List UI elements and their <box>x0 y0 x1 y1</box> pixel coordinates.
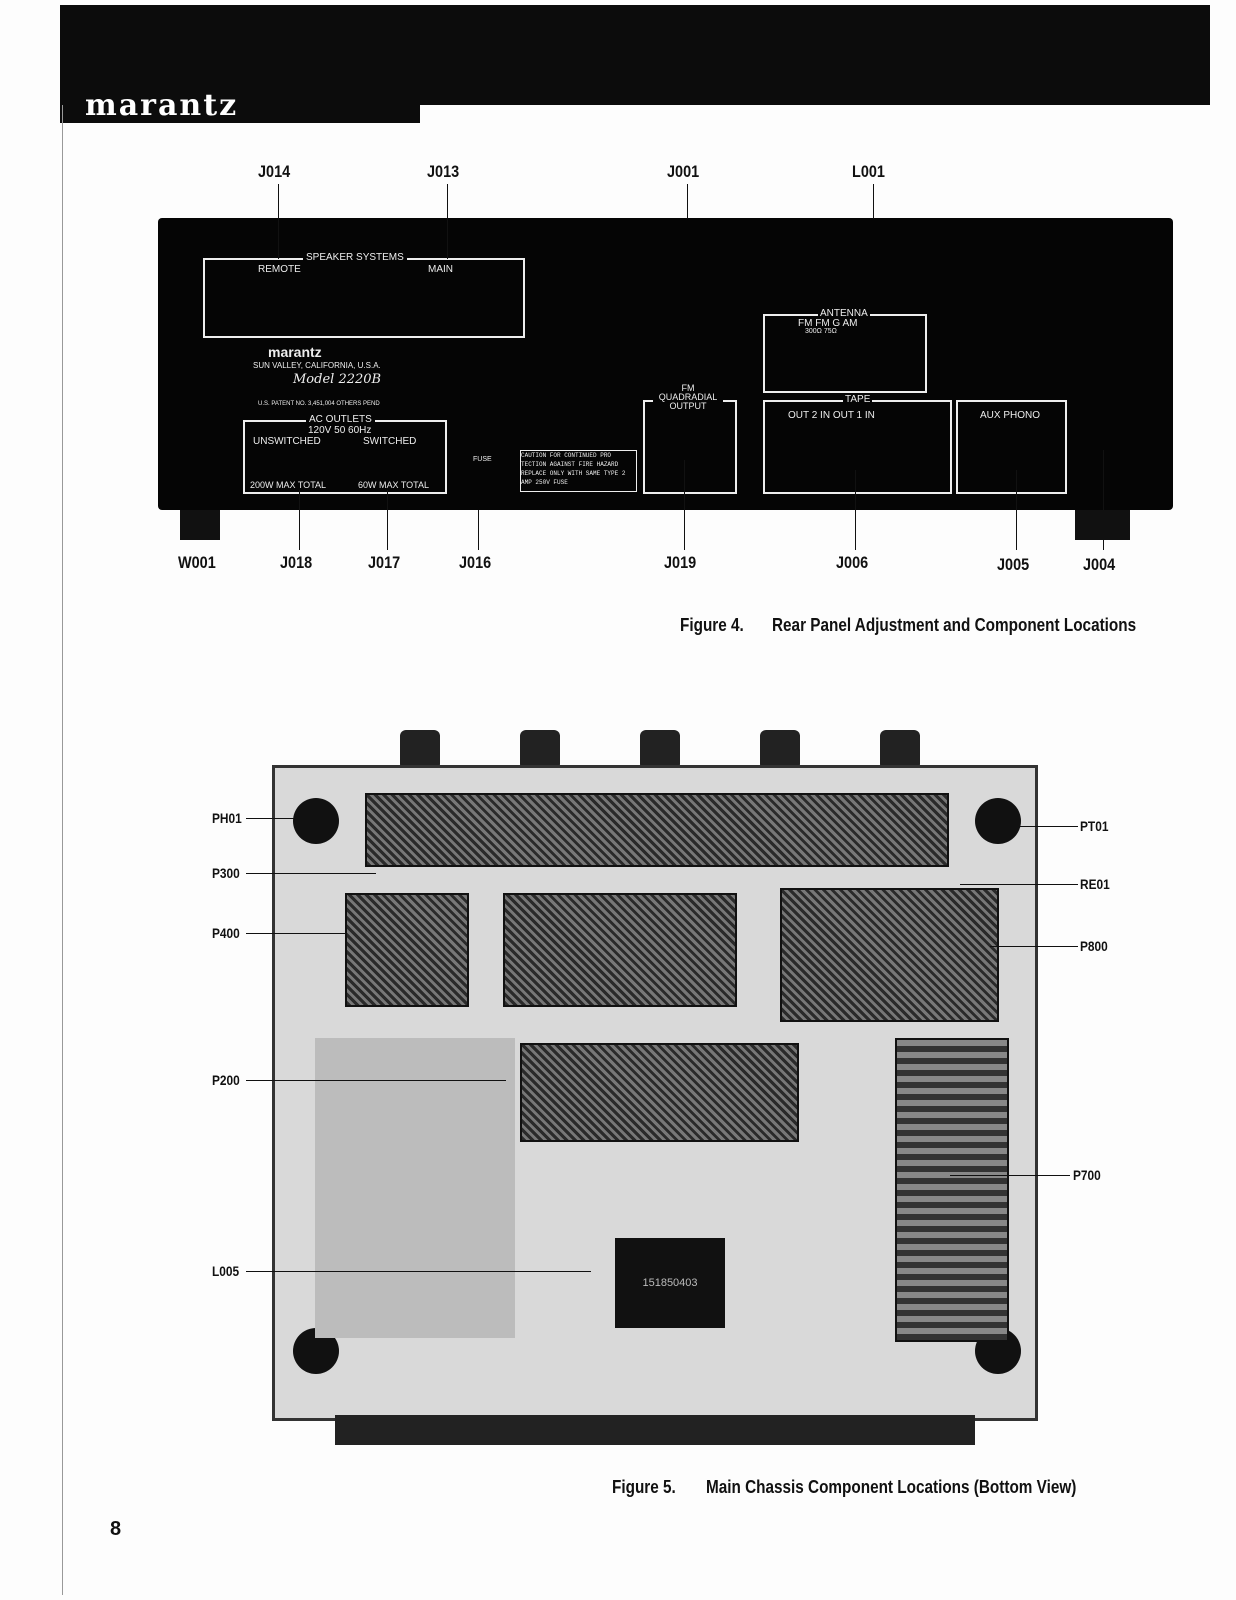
fm-quadradial-label: FM QUADRADIAL OUTPUT <box>653 384 723 411</box>
tape-columns: OUT 2 IN OUT 1 IN <box>788 410 875 421</box>
label-j018: J018 <box>280 553 313 572</box>
speaker-systems-label: SPEAKER SYSTEMS <box>303 252 407 263</box>
label-j013: J013 <box>427 162 460 181</box>
label-j017: J017 <box>368 553 401 572</box>
switched-label: SWITCHED <box>363 436 417 447</box>
tape-label: TAPE <box>843 394 873 405</box>
speaker-systems-box <box>203 258 525 338</box>
label-p700: P700 <box>1073 1167 1101 1183</box>
fm-quadradial-box <box>643 400 737 494</box>
label-p400: P400 <box>212 925 240 941</box>
label-j004: J004 <box>1083 555 1116 574</box>
label-p300: P300 <box>212 865 240 881</box>
figure4-caption-number: Figure 4. <box>680 615 744 635</box>
label-j001: J001 <box>667 162 700 181</box>
label-ph01: PH01 <box>212 810 242 826</box>
rear-panel-photo: SPEAKER SYSTEMS REMOTE MAIN marantz SUN … <box>158 218 1173 510</box>
transformer: 151850403 <box>615 1238 725 1328</box>
fuse-label: FUSE <box>473 456 492 463</box>
unswitched-label: UNSWITCHED <box>253 436 321 447</box>
label-l001: L001 <box>852 162 885 181</box>
main-chassis-photo: 151850403 <box>272 765 1038 1421</box>
marantz-logo: marantz <box>85 88 239 123</box>
aux-phono-box <box>956 400 1067 494</box>
label-j005: J005 <box>997 555 1030 574</box>
caution-label: CAUTION FOR CONTINUED PRO TECTION AGAINS… <box>520 450 637 492</box>
figure5-caption-text: Main Chassis Component Locations (Bottom… <box>706 1477 1077 1497</box>
label-j006: J006 <box>836 553 869 572</box>
switched-max: 60W MAX TOTAL <box>358 480 430 490</box>
label-j014: J014 <box>258 162 291 181</box>
label-pt01: PT01 <box>1080 818 1109 834</box>
header-band <box>60 5 1210 105</box>
voltage-label: 120V 50 60Hz <box>308 425 372 436</box>
label-p200: P200 <box>212 1072 240 1088</box>
panel-model: Model 2220B <box>293 372 382 387</box>
main-label: MAIN <box>428 264 453 275</box>
front-knobs <box>400 730 920 770</box>
label-j016: J016 <box>459 553 492 572</box>
panel-patent: U.S. PATENT NO. 3,451,004 OTHERS PEND <box>258 401 380 407</box>
remote-label: REMOTE <box>258 264 301 275</box>
antenna-terms: FM FM G AM <box>798 318 858 329</box>
antenna-label: ANTENNA <box>818 308 870 319</box>
label-p800: P800 <box>1080 938 1108 954</box>
label-j019: J019 <box>664 553 697 572</box>
antenna-ohms: 300Ω 75Ω <box>805 328 837 335</box>
figure5-caption-number: Figure 5. <box>612 1477 676 1497</box>
figure4-caption-text: Rear Panel Adjustment and Component Loca… <box>772 615 1137 635</box>
rear-connectors <box>335 1415 975 1445</box>
logo-band <box>60 90 420 123</box>
label-re01: RE01 <box>1080 876 1110 892</box>
label-w001: W001 <box>178 553 216 572</box>
aux-phono-label: AUX PHONO <box>980 410 1041 421</box>
unswitched-max: 200W MAX TOTAL <box>250 480 327 490</box>
panel-brand: marantz <box>268 344 322 360</box>
panel-foot-right <box>1075 510 1130 540</box>
ac-outlets-label: AC OUTLETS <box>306 414 375 425</box>
panel-location: SUN VALLEY, CALIFORNIA, U.S.A. <box>253 361 381 370</box>
page-number: 8 <box>110 1518 122 1540</box>
panel-foot-left <box>180 510 220 540</box>
margin-rule <box>62 105 63 1595</box>
label-l005: L005 <box>212 1263 240 1279</box>
